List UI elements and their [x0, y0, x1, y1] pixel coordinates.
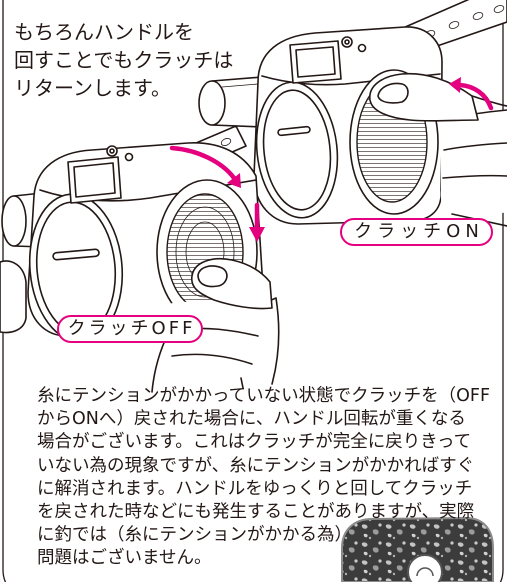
- reel-clutch-on-illustration: [198, 0, 507, 227]
- note-line: いない為の現象ですが、糸にテンションがかかればすぐ: [37, 455, 475, 476]
- caption-line: 回すことでもクラッチは: [14, 48, 234, 72]
- note-paragraph: 糸にテンションがかかっていない状態でクラッチを（OFF からONへ）戻された場合…: [37, 385, 499, 571]
- thumbnail: [377, 82, 409, 104]
- reel-clutch-off-illustration: [0, 125, 280, 393]
- caption-line: もちろんハンドルを: [14, 20, 194, 44]
- reel-buttons: [106, 145, 134, 162]
- caption-line: リターンします。: [14, 76, 171, 100]
- lcd-display: [67, 156, 122, 204]
- reel-buttons: [341, 36, 367, 53]
- side-plate-slot: [277, 125, 311, 137]
- top-plate-edge: [261, 73, 441, 86]
- note-line: からONへ）戻された場合に、ハンドル回転が重くなる: [37, 409, 466, 430]
- dial-photo: [341, 516, 494, 582]
- clutch-off-label: クラッチOFF: [57, 315, 203, 343]
- side-plate: [255, 81, 339, 219]
- note-line: 場合がございます。これはクラッチが完全に戻りきって: [37, 432, 472, 453]
- note-line: 糸にテンションがかかっていない状態でクラッチを（OFF: [37, 386, 491, 406]
- note-line: 問題はございません。: [37, 548, 212, 569]
- note-line: に釣では（糸にテンションがかかる為）: [37, 525, 352, 546]
- caption-box: もちろんハンドルを 回すことでもクラッチは リターンします。: [14, 18, 254, 102]
- note-line: を戻された時などにも発生することがありますが、実際: [37, 501, 475, 522]
- handle-rotation-arrow-icon: [449, 77, 494, 111]
- handle-rotation-arrow-icon: [169, 145, 241, 188]
- thumb: [190, 258, 273, 310]
- side-plate-slot: [52, 248, 100, 261]
- note-line: に解消されます。ハンドルをゆっくりと回してクラッチ: [37, 478, 473, 499]
- press-down-arrow-icon: [249, 202, 265, 242]
- clutch-on-label: クラッチON: [340, 218, 493, 246]
- thumbnail: [197, 265, 228, 288]
- lcd-display: [289, 40, 342, 84]
- handle-knob: [198, 76, 263, 128]
- thumb: [369, 72, 479, 122]
